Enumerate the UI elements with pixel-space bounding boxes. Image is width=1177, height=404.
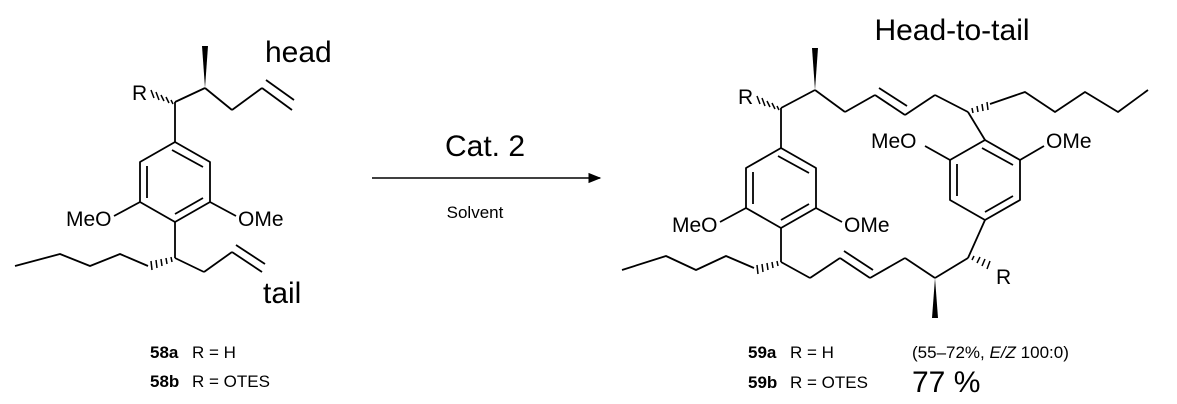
compound-substituent: R = H (790, 343, 834, 362)
starting-material-structure (14, 46, 295, 273)
solvent-label: Solvent (447, 203, 504, 222)
yield-value: 77 % (912, 366, 980, 399)
sm-tail-label: tail (263, 277, 301, 310)
product-substituent-r-bottom: R (996, 266, 1011, 289)
sm-benzene-ring (139, 141, 211, 223)
sm-caption-58b: 58b R = OTES (150, 372, 270, 391)
compound-id: 58b (150, 372, 179, 391)
sm-methoxy-right: OMe (238, 208, 284, 231)
product-methoxy-rl: MeO (871, 130, 917, 153)
product-caption-59a: 59a R = H (55–72%, E/Z 100:0) (748, 343, 1069, 362)
compound-substituent: R = OTES (790, 373, 868, 392)
sm-caption-58a: 58a R = H (150, 343, 236, 362)
product-left-ring (745, 147, 817, 229)
sm-head-label: head (265, 36, 332, 69)
ez-value: 100:0) (1016, 343, 1069, 362)
sm-substituent-r: R (132, 82, 147, 105)
product-methoxy-ll: MeO (672, 214, 718, 237)
product-substituent-r-top: R (738, 86, 753, 109)
compound-id: 58a (150, 343, 179, 362)
product-title: Head-to-tail (874, 14, 1029, 47)
reagent-label: Cat. 2 (445, 130, 525, 163)
compound-substituent: R = OTES (192, 372, 270, 391)
sm-methoxy-left: MeO (66, 208, 112, 231)
product-structure (621, 48, 1149, 318)
compound-id: 59b (748, 373, 777, 392)
compound-substituent: R = H (192, 343, 236, 362)
product-methoxy-rr: OMe (1046, 130, 1092, 153)
product-caption-59b: 59b R = OTES 77 % (748, 366, 980, 399)
product-methoxy-lr: OMe (844, 214, 890, 237)
yield-note: (55–72%, E/Z 100:0) (912, 343, 1069, 362)
ez-label: E/Z (990, 343, 1017, 362)
product-right-ring (949, 139, 1021, 221)
compound-id: 59a (748, 343, 777, 362)
yield-prefix: (55–72%, (912, 343, 990, 362)
